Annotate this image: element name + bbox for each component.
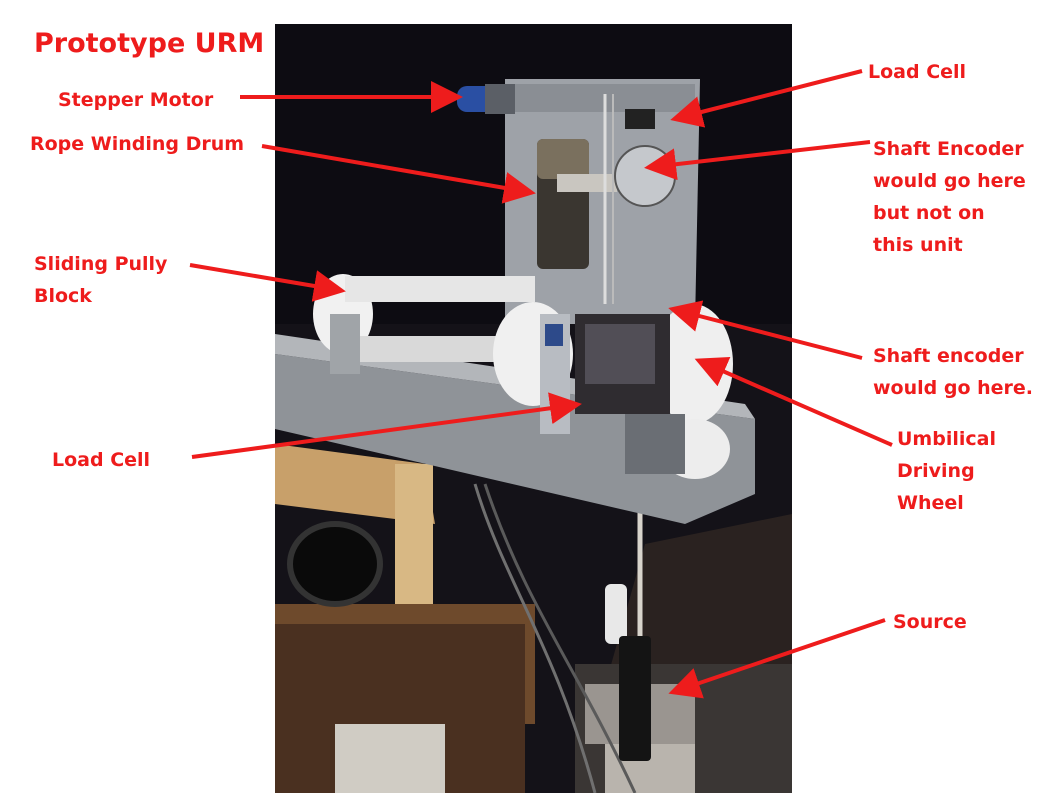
diagram-title: Prototype URM xyxy=(34,28,265,59)
apparatus-photo-drawing xyxy=(275,24,792,793)
label-source: Source xyxy=(893,611,967,633)
label-stepper-motor: Stepper Motor xyxy=(58,89,214,111)
label-sliding-pully-block: Sliding Pully Block xyxy=(34,253,168,307)
label-umbilical-driving-wheel: Umbilical Driving Wheel xyxy=(897,428,996,514)
label-load-cell-left: Load Cell xyxy=(52,449,151,471)
apparatus-photo xyxy=(275,24,792,793)
label-shaft-encoder-mid: Shaft encoder would go here. xyxy=(873,345,1034,399)
label-rope-winding-drum: Rope Winding Drum xyxy=(30,133,245,155)
label-shaft-encoder-top: Shaft Encoder would go here but not on t… xyxy=(873,138,1026,256)
label-load-cell-top: Load Cell xyxy=(868,61,967,83)
